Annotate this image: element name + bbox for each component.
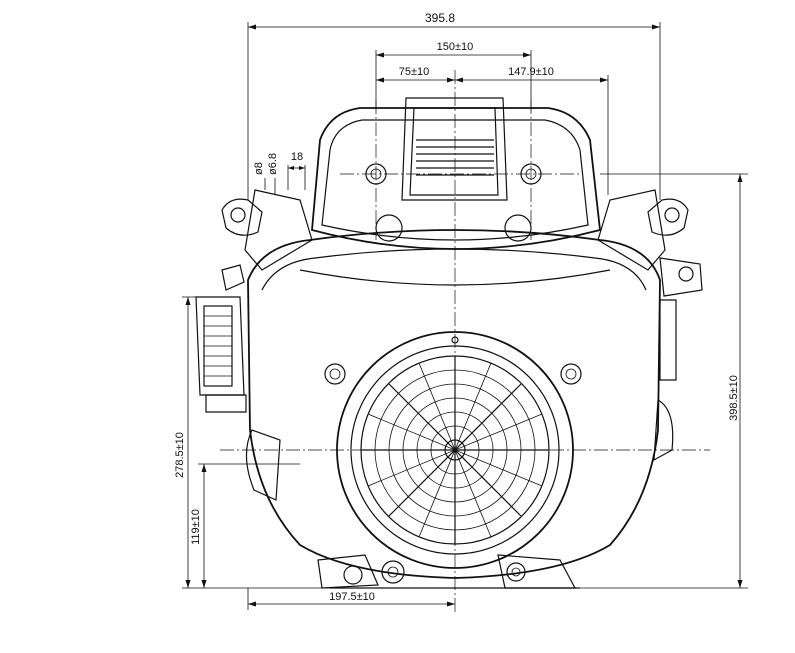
overall-height-label: 398.5±10 [728,375,740,421]
dimension-left-right-offsets: 75±10 147.9±10 [376,66,609,195]
dimension-top-overall: 395.8 [247,11,661,200]
right-side-controls [653,257,703,462]
dimension-hole-callouts: ø8 ø6.8 18 [253,151,306,195]
dimension-overall-height: 398.5±10 [560,173,748,589]
hole-d8-label: ø8 [253,162,265,175]
overall-width-label: 395.8 [425,11,455,25]
mid-height-label: 278.5±10 [174,432,186,478]
fan-rings [374,369,536,531]
right-offset-label: 147.9±10 [508,66,554,78]
engine-body [195,97,703,589]
bottom-offset-label: 197.5±10 [329,591,375,603]
fan-spokes [361,356,549,544]
left-side-filter [195,296,247,413]
top-grille-slots [416,139,494,176]
bottom-mounting-feet [317,554,580,589]
low-height-label: 119±10 [190,509,202,545]
hole-d6-8-label: ø6.8 [267,153,279,175]
bolt-spacing-label: 150±10 [437,41,474,53]
left-offset-label: 75±10 [399,66,430,78]
hole-spacing-label: 18 [291,151,303,163]
dimension-bottom-offset: 197.5±10 [247,588,455,610]
